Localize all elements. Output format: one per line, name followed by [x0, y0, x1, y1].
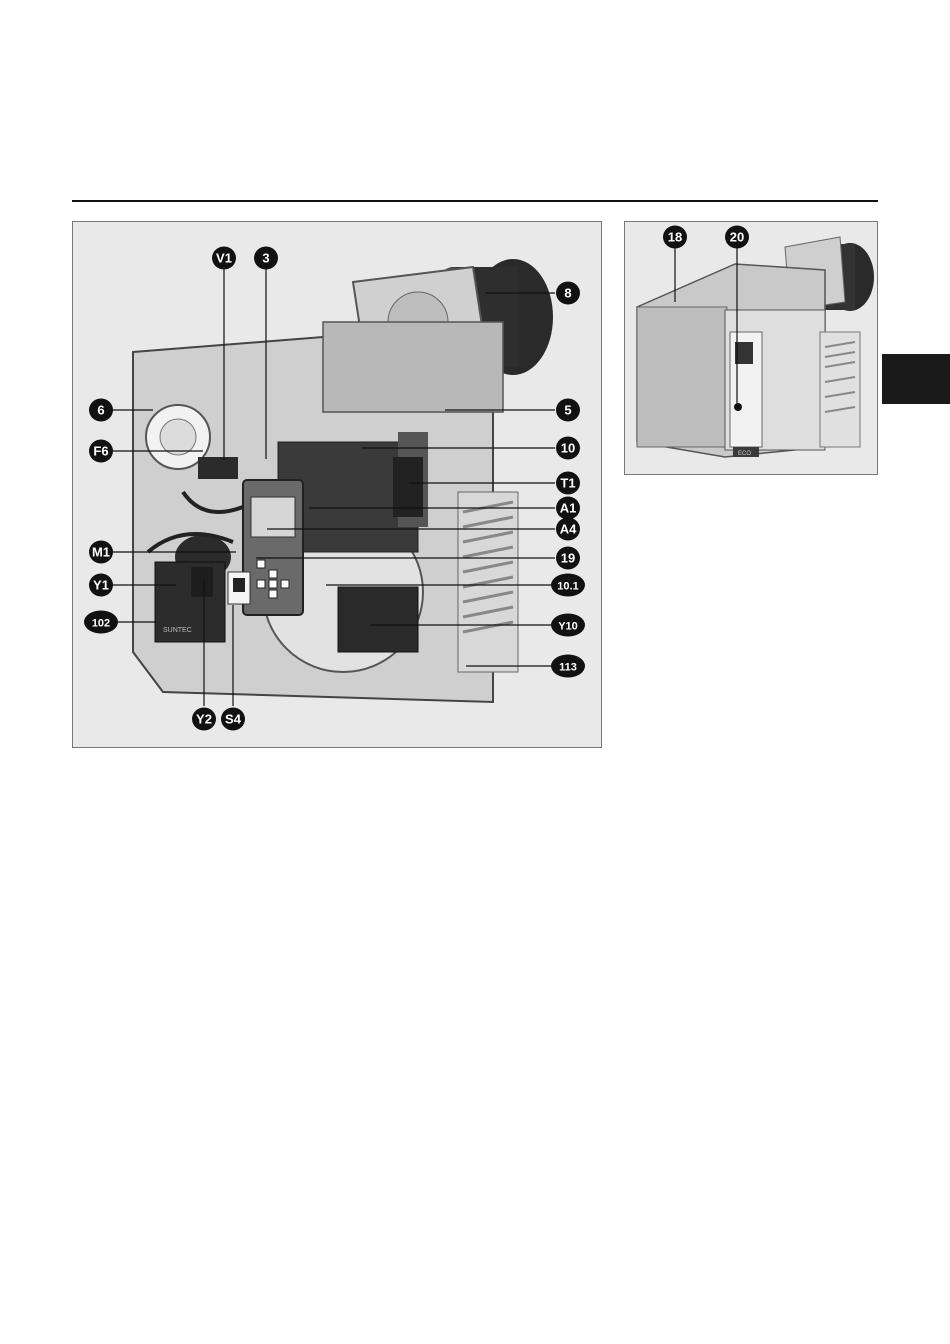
callout-102: 102 — [84, 611, 118, 634]
callout-3: 3 — [254, 247, 278, 270]
callout-label: Y2 — [196, 712, 212, 727]
callout-m1: M1 — [89, 541, 113, 564]
callout-label: A4 — [560, 522, 577, 537]
callout-8: 8 — [556, 282, 580, 305]
closed-grille — [820, 332, 860, 447]
callout-label: 10 — [561, 441, 575, 456]
callout-y1: Y1 — [89, 574, 113, 597]
callout-a1: A1 — [556, 497, 580, 520]
callout-f6: F6 — [89, 440, 113, 463]
callout-label: A1 — [560, 501, 577, 516]
callout-a4: A4 — [556, 518, 580, 541]
callout-label: Y1 — [93, 578, 109, 593]
callout-label: 18 — [668, 230, 682, 245]
header-rule — [72, 200, 878, 202]
callout-label: Y10 — [558, 621, 578, 633]
callout-label: S4 — [225, 712, 242, 727]
callout-label: 19 — [561, 551, 575, 566]
callout-label: 3 — [262, 251, 269, 266]
callout-label: 5 — [564, 403, 571, 418]
callout-10: 10 — [556, 437, 580, 460]
callout-label: F6 — [93, 444, 108, 459]
callout-label: T1 — [560, 476, 575, 491]
callout-label: V1 — [216, 251, 232, 266]
callout-113: 113 — [551, 655, 585, 678]
display-unit — [243, 480, 303, 615]
callout-5: 5 — [556, 399, 580, 422]
callout-label: 8 — [564, 286, 571, 301]
callout-19: 19 — [556, 547, 580, 570]
callout-6: 6 — [89, 399, 113, 422]
callout-t1: T1 — [556, 472, 580, 495]
air-damper-actuator — [338, 587, 418, 652]
callout-label: 102 — [92, 618, 110, 630]
closed-button — [734, 403, 742, 411]
nameplate: ECO — [738, 451, 751, 457]
callout-s4: S4 — [221, 708, 245, 731]
callout-10-1: 10.1 — [551, 574, 585, 597]
pump-brand: SUNTEC — [163, 627, 192, 634]
callout-v1: V1 — [212, 247, 236, 270]
callout-y2: Y2 — [192, 708, 216, 731]
callout-y10: Y10 — [551, 614, 585, 637]
air-intake-grille — [458, 492, 518, 672]
section-tab — [882, 354, 950, 404]
callout-20: 20 — [725, 226, 749, 249]
callout-label: 113 — [559, 662, 577, 674]
closed-display — [735, 342, 753, 364]
callout-label: 6 — [97, 403, 104, 418]
callout-label: 10.1 — [557, 581, 578, 593]
callout-label: M1 — [92, 545, 110, 560]
callout-18: 18 — [663, 226, 687, 249]
callout-label: 20 — [730, 230, 744, 245]
